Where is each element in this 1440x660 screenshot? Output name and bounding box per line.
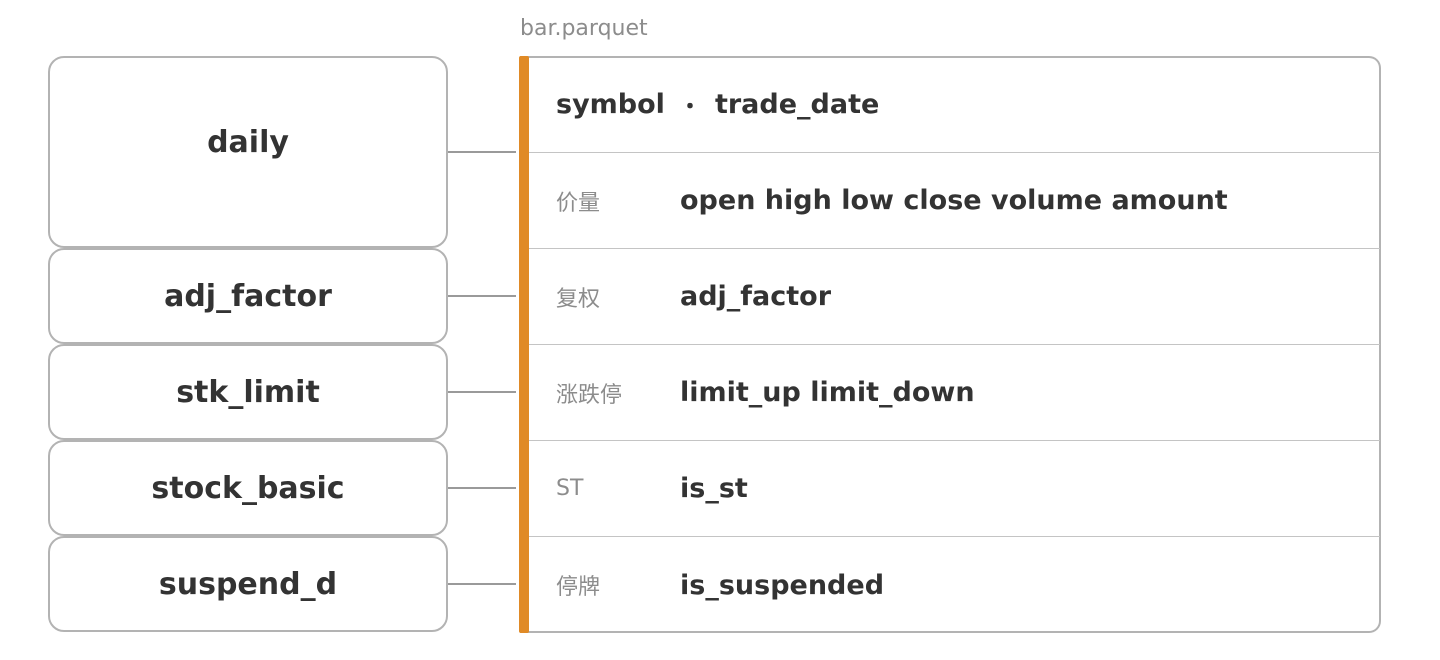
source-name: stk_limit xyxy=(176,374,320,410)
row-fields: is_st xyxy=(680,473,748,504)
source-box-suspend-d: suspend_d xyxy=(48,536,448,632)
source-name: suspend_d xyxy=(158,566,338,602)
row-category: ST xyxy=(556,476,584,501)
key-separator: ・ xyxy=(678,94,701,120)
source-name: stock_basic xyxy=(151,470,345,506)
source-box-stk-limit: stk_limit xyxy=(48,344,448,440)
accent-bar xyxy=(519,56,529,633)
source-box-stock-basic: stock_basic xyxy=(48,440,448,536)
row-category: 复权 xyxy=(556,286,601,312)
connector-stock-basic xyxy=(448,487,516,489)
table-row: 停牌 is_suspended xyxy=(529,537,1380,633)
row-fields: limit_up limit_down xyxy=(680,377,975,408)
table-row: ST is_st xyxy=(529,441,1380,537)
row-fields: is_suspended xyxy=(680,569,885,601)
key-field-symbol: symbol xyxy=(556,89,665,120)
table-row: 涨跌停 limit_up limit_down xyxy=(529,345,1380,441)
row-fields: adj_factor xyxy=(680,281,832,312)
row-fields: open high low close volume amount xyxy=(680,185,1228,216)
source-box-adj-factor: adj_factor xyxy=(48,248,448,344)
source-name: daily xyxy=(207,124,289,160)
row-category: 停牌 xyxy=(556,575,601,600)
connector-daily xyxy=(448,151,516,153)
connector-suspend-d xyxy=(448,583,516,585)
source-box-daily: daily xyxy=(48,56,448,248)
file-label: bar.parquet xyxy=(520,16,648,41)
connector-adj-factor xyxy=(448,295,516,297)
row-category: 涨跌停 xyxy=(556,382,623,408)
row-category: 价量 xyxy=(556,190,601,216)
connector-stk-limit xyxy=(448,391,516,393)
key-row: symbol ・ trade_date xyxy=(529,57,1380,153)
table-row: 价量 open high low close volume amount xyxy=(529,153,1380,249)
key-field-trade-date: trade_date xyxy=(714,89,880,120)
table-row: 复权 adj_factor xyxy=(529,249,1380,345)
source-name: adj_factor xyxy=(164,278,332,314)
